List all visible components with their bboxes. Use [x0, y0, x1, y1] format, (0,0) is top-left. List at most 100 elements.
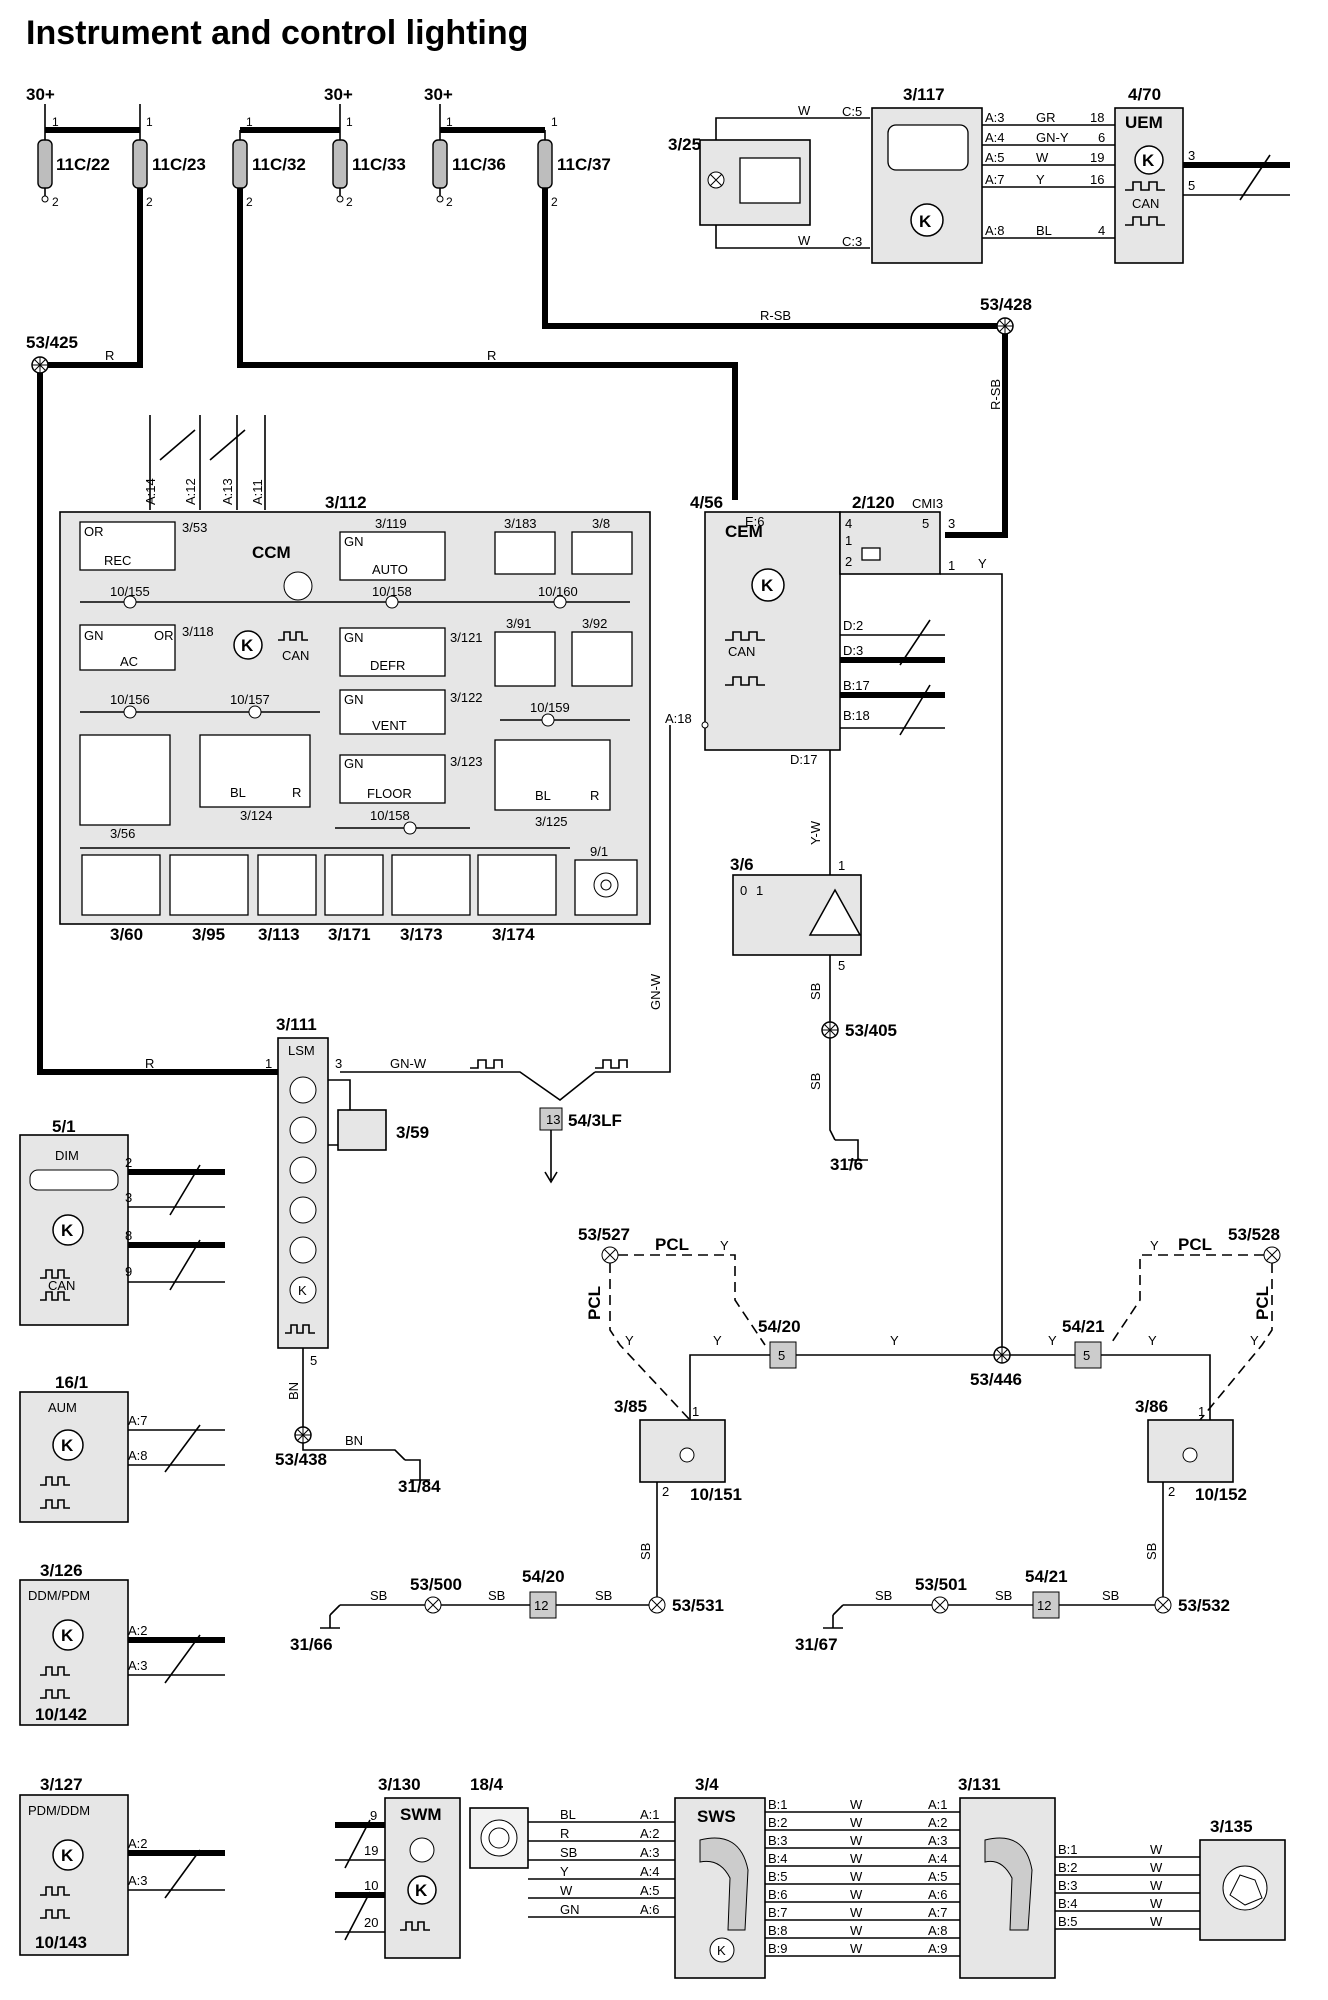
svg-text:4/70: 4/70	[1128, 85, 1161, 104]
svg-text:CEM: CEM	[725, 522, 763, 541]
svg-text:Y: Y	[1250, 1333, 1259, 1348]
sws-pin-from: B:9	[768, 1941, 788, 1956]
svg-text:K: K	[61, 1846, 74, 1865]
svg-text:A:3: A:3	[128, 1873, 148, 1888]
svg-text:1: 1	[948, 558, 955, 573]
svg-text:3: 3	[125, 1190, 132, 1205]
svg-text:2: 2	[1168, 1484, 1175, 1499]
svg-text:K: K	[241, 636, 254, 655]
fuse-label: 11C/33	[352, 155, 406, 174]
svg-text:W: W	[798, 103, 811, 118]
svg-text:SB: SB	[995, 1588, 1012, 1603]
svg-text:GN: GN	[344, 756, 364, 771]
svg-text:3/112: 3/112	[325, 493, 367, 512]
svg-text:GN: GN	[344, 534, 364, 549]
svg-text:19: 19	[1090, 150, 1104, 165]
svg-text:3/126: 3/126	[40, 1561, 83, 1580]
svg-text:3/56: 3/56	[110, 826, 135, 841]
svg-text:GR: GR	[1036, 110, 1056, 125]
svg-text:3/123: 3/123	[450, 754, 483, 769]
svg-text:OR: OR	[84, 524, 104, 539]
svg-text:10/158: 10/158	[370, 808, 410, 823]
sws-pin-from: B:6	[768, 1887, 788, 1902]
svg-text:9: 9	[370, 1808, 377, 1823]
svg-text:GN: GN	[344, 630, 364, 645]
svg-text:18/4: 18/4	[470, 1775, 504, 1794]
svg-text:3/118: 3/118	[182, 624, 214, 639]
svg-text:54/21: 54/21	[1025, 1567, 1068, 1586]
svg-text:9: 9	[125, 1264, 132, 1279]
svg-text:10/143: 10/143	[35, 1933, 87, 1952]
switch-3-6: Y-W 3/6 0 1 1 5 SB 53/405 SB 31/6	[730, 750, 897, 1174]
svg-text:10/160: 10/160	[538, 584, 578, 599]
swm-wire-color: W	[560, 1883, 573, 1898]
svg-text:SB: SB	[370, 1588, 387, 1603]
svg-text:W: W	[798, 233, 811, 248]
svg-text:Y: Y	[1036, 172, 1045, 187]
svg-text:A:18: A:18	[665, 711, 692, 726]
svg-text:SB: SB	[488, 1588, 505, 1603]
svg-text:CAN: CAN	[728, 644, 755, 659]
sws-pin-from: B:4	[768, 1851, 788, 1866]
svg-text:2: 2	[146, 195, 153, 209]
svg-text:3: 3	[335, 1056, 342, 1071]
svg-text:5: 5	[1083, 1348, 1090, 1363]
svg-text:D:3: D:3	[843, 643, 863, 658]
svg-text:2: 2	[125, 1155, 132, 1170]
svg-text:3/130: 3/130	[378, 1775, 421, 1794]
svg-text:Y: Y	[978, 556, 987, 571]
svg-text:3/121: 3/121	[450, 630, 483, 645]
svg-text:2: 2	[346, 195, 353, 209]
svg-text:3: 3	[948, 516, 955, 531]
c131-wire-color: W	[1150, 1842, 1163, 1857]
svg-text:3/135: 3/135	[1210, 1817, 1253, 1836]
swm-pin-label: A:6	[640, 1902, 660, 1917]
component-2-120	[839, 511, 941, 575]
svg-text:Y: Y	[1148, 1333, 1157, 1348]
sws-pin-to: A:8	[928, 1923, 948, 1938]
svg-text:5: 5	[778, 1348, 785, 1363]
svg-text:12: 12	[534, 1598, 548, 1613]
svg-text:SB: SB	[1102, 1588, 1119, 1603]
c131-wire-color: W	[1150, 1914, 1163, 1929]
svg-text:PCL: PCL	[1178, 1235, 1212, 1254]
left-modules: 5/1 DIM K CAN 2 3 8 9 16/1 AUM K A:7 A:8…	[19, 1117, 225, 1956]
sws-wire-color: W	[850, 1887, 863, 1902]
svg-text:1: 1	[845, 533, 852, 548]
swm-pin-label: A:1	[640, 1807, 660, 1822]
svg-text:53/428: 53/428	[980, 295, 1032, 314]
svg-text:3/171: 3/171	[328, 925, 371, 944]
svg-text:9/1: 9/1	[590, 844, 608, 859]
swm-wire-color: GN	[560, 1902, 580, 1917]
svg-text:3/131: 3/131	[958, 1775, 1001, 1794]
sws-wire-color: W	[850, 1833, 863, 1848]
svg-text:31/67: 31/67	[795, 1635, 838, 1654]
svg-text:BL: BL	[535, 788, 551, 803]
svg-text:10/142: 10/142	[35, 1705, 87, 1724]
cem-group: 4/56 E:6 CEM K CAN D:2 D:3 B:17 B:18 A:1…	[665, 493, 1003, 1350]
svg-text:CAN: CAN	[282, 648, 309, 663]
svg-text:SB: SB	[595, 1588, 612, 1603]
svg-text:2: 2	[845, 554, 852, 569]
svg-text:R: R	[590, 788, 599, 803]
svg-text:2: 2	[551, 195, 558, 209]
svg-text:OR: OR	[154, 628, 174, 643]
svg-text:0: 0	[740, 883, 747, 898]
svg-text:10/152: 10/152	[1195, 1485, 1247, 1504]
svg-text:K: K	[61, 1221, 74, 1240]
svg-text:3/119: 3/119	[375, 516, 407, 531]
svg-text:Y: Y	[890, 1333, 899, 1348]
sws-pin-from: B:8	[768, 1923, 788, 1938]
sws-pin-from: B:5	[768, 1869, 788, 1884]
svg-text:Y: Y	[713, 1333, 722, 1348]
svg-text:SB: SB	[638, 1543, 653, 1560]
c131-wire-color: W	[1150, 1860, 1163, 1875]
svg-text:3/183: 3/183	[504, 516, 537, 531]
svg-text:AC: AC	[120, 654, 138, 669]
svg-text:12: 12	[1037, 1598, 1051, 1613]
svg-text:A:3: A:3	[128, 1658, 148, 1673]
sws-wire-color: W	[850, 1851, 863, 1866]
svg-text:10/155: 10/155	[110, 584, 150, 599]
swm-pin-label: A:4	[640, 1864, 660, 1879]
c131-pin-label: B:5	[1058, 1914, 1078, 1929]
